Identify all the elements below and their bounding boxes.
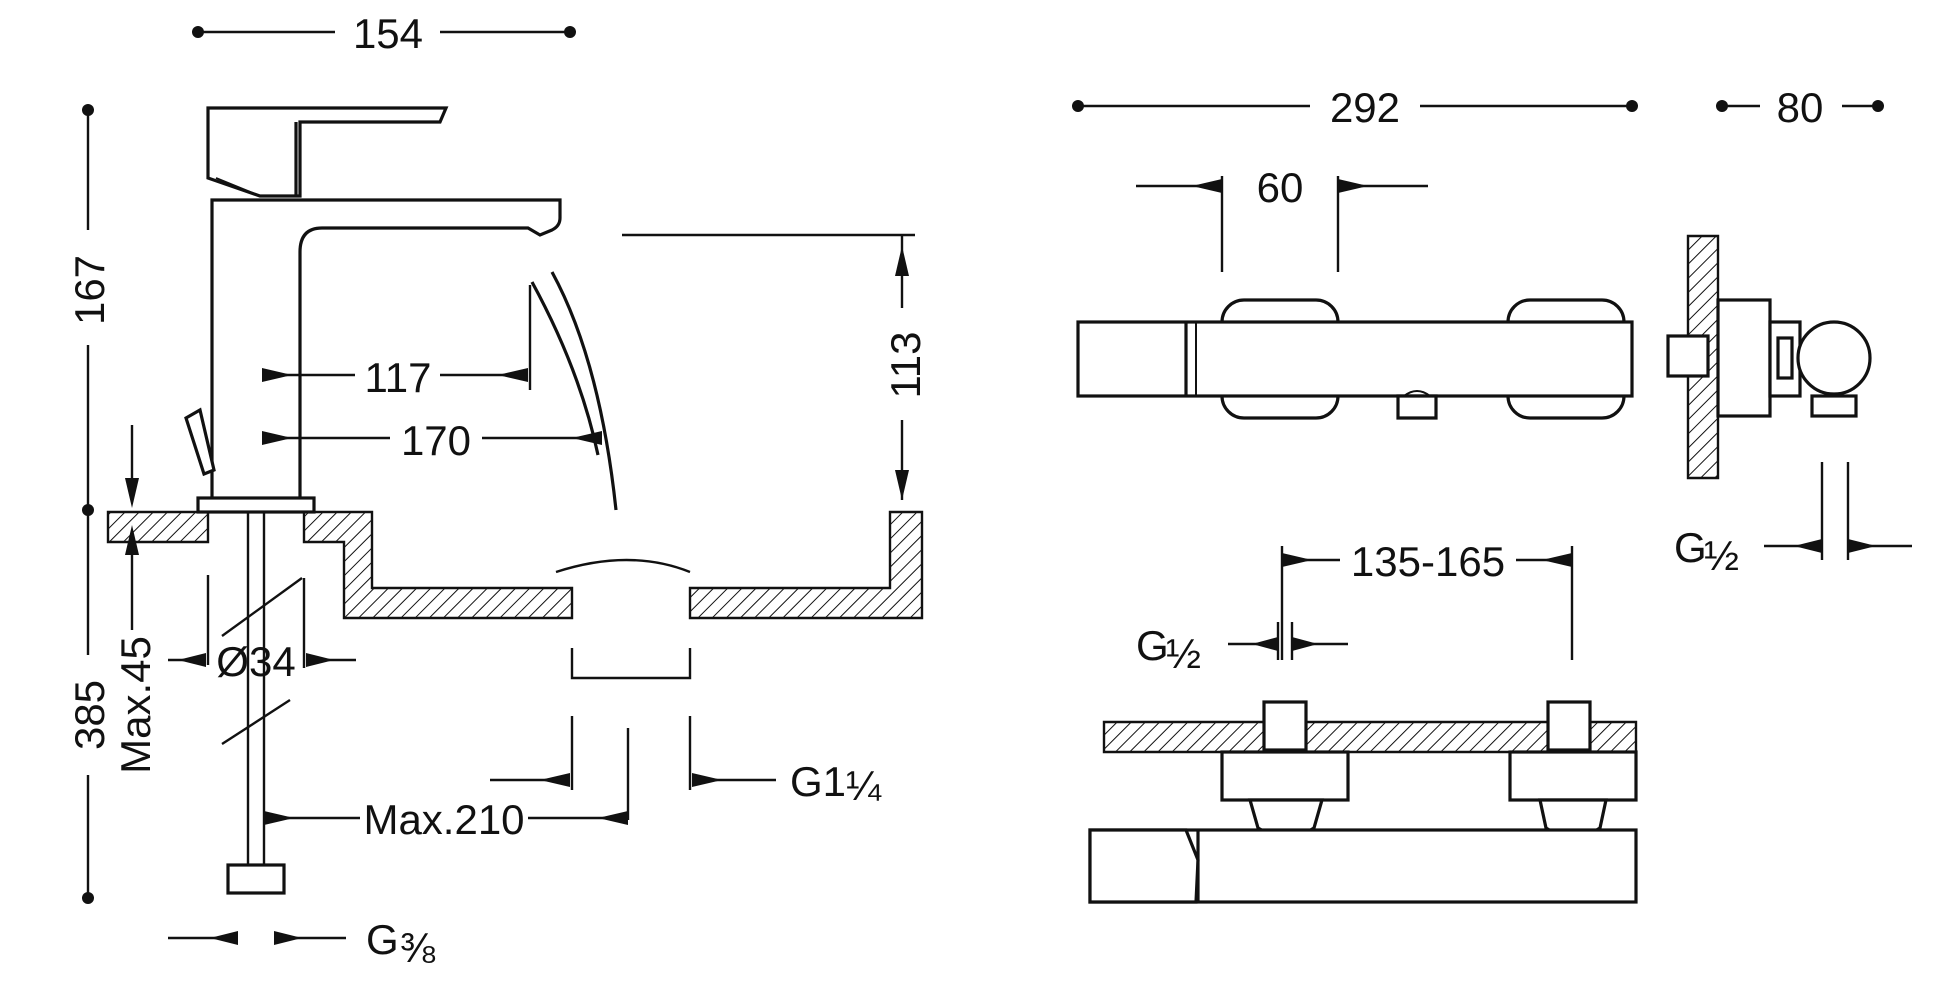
- dim-spout-reach: 117: [262, 285, 532, 401]
- dim-label-basin-width: 154: [353, 10, 423, 57]
- dim-label-max-deck: Max.45: [112, 636, 159, 774]
- dim-label-outlet-thread: G: [1674, 524, 1707, 571]
- side-body: [1716, 298, 1772, 418]
- mixer-base: [196, 496, 316, 514]
- basin-section: [302, 510, 574, 620]
- dim-label-bath-depth: 80: [1777, 84, 1824, 131]
- bath-front-body: [1076, 320, 1634, 398]
- dim-outlet-thread: G ½: [1674, 462, 1912, 579]
- dim-max-hose: Max.210: [264, 796, 628, 843]
- dim-handle-width: 60: [1136, 164, 1428, 272]
- dim-label-total-length: 385: [66, 680, 113, 750]
- plan-connector-right: [1508, 750, 1638, 802]
- plan-connector-left: [1220, 750, 1350, 802]
- dim-basin-width: 154: [192, 10, 576, 57]
- popup-rod: [184, 407, 216, 477]
- dim-label-bath-width: 292: [1330, 84, 1400, 131]
- bath-mixer-view: 292 80 60: [1072, 84, 1912, 904]
- drain-body: [570, 648, 692, 680]
- dim-inlet-thread: G ½: [1136, 622, 1348, 677]
- dim-label-supply-thread: G: [366, 916, 399, 963]
- dim-label-spout-total: 170: [401, 417, 471, 464]
- dim-spout-total: 170: [262, 417, 602, 464]
- dim-label-outlet-thread-frac: ½: [1704, 532, 1739, 579]
- dim-label-centres: 135-165: [1351, 538, 1505, 585]
- basin-deck-left: [106, 510, 210, 544]
- bath-plan-view: [1088, 700, 1638, 904]
- dim-bore: Ø34: [168, 638, 356, 685]
- dim-basin-height: 167: [66, 104, 113, 516]
- dim-label-supply-thread-frac: ⅜: [400, 924, 436, 971]
- bath-side-view: [1666, 234, 1872, 480]
- basin-mixer-view: 154 167 385 Max.45: [66, 10, 929, 971]
- dim-label-max-hose: Max.210: [363, 796, 524, 843]
- mixer-lever: [206, 106, 449, 198]
- dim-label-bore: Ø34: [216, 638, 295, 685]
- dim-bath-depth: 80: [1716, 84, 1884, 131]
- basin-bowl: [555, 558, 691, 574]
- dim-label-basin-height: 167: [66, 255, 113, 325]
- dim-label-inlet-thread: G: [1136, 622, 1169, 669]
- dim-spout-clearance: 113: [622, 233, 929, 500]
- dim-bath-width: 292: [1072, 84, 1638, 131]
- dim-label-handle-width: 60: [1257, 164, 1304, 211]
- water-stream: [550, 271, 618, 511]
- mixer-body: [210, 198, 562, 502]
- bath-front-outlet: [1396, 394, 1438, 420]
- dim-supply-thread: G ⅜: [168, 916, 436, 971]
- dim-max-deck: Max.45: [112, 425, 159, 774]
- dim-label-spout-clearance: 113: [882, 332, 929, 399]
- dim-total-length: 385: [66, 510, 113, 904]
- side-handle: [1796, 320, 1872, 396]
- basin-section-right: [688, 510, 924, 620]
- dim-label-drain-thread: G1: [790, 758, 846, 805]
- dim-label-inlet-thread-frac: ½: [1166, 630, 1201, 677]
- dim-label-spout-reach: 117: [365, 354, 432, 401]
- dim-centres: 135-165: [1280, 538, 1574, 660]
- dim-drain-thread: G1 ¼: [490, 758, 882, 809]
- hose-nut: [226, 863, 286, 895]
- dim-label-drain-thread-frac: ¼: [846, 762, 882, 809]
